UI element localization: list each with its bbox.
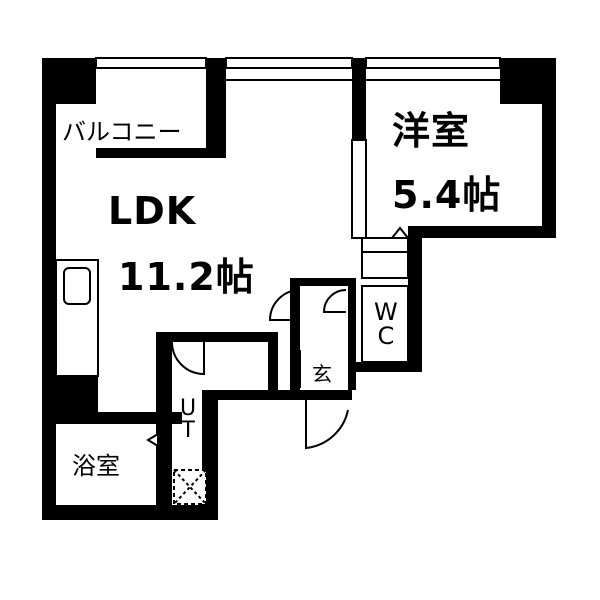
window-ldk [225,57,353,69]
wall-wc-left [348,278,356,390]
window-western [365,57,501,69]
wall-entrance-left [268,332,278,400]
wall-hall [290,278,300,390]
windows [95,57,501,239]
fixtures [55,237,409,505]
bath-label: 浴室 [72,452,120,480]
wall-bath-top [56,412,182,424]
door-entrance [305,400,349,450]
door-ut [171,341,205,376]
ut-letter-u: U [180,396,197,421]
ldk-name: LDK [108,189,197,233]
western-name: 洋室 [392,109,471,153]
wall-bottom [42,505,218,520]
wall-ut-left [156,332,172,520]
wall-wc-right [408,226,422,372]
wall-right [542,58,556,238]
window-balcony [95,57,207,69]
wc-label: W C [374,300,398,348]
wall-balcony-right [206,58,226,158]
arrow-western [389,226,411,239]
wall-ut-top [156,332,276,342]
arrow-bath [146,432,159,448]
wall-wc-bottom [352,362,422,372]
kitchen-sink [63,267,91,305]
sliding-door [351,139,367,239]
wc-letter-w: W [374,298,398,326]
door-ldk [268,289,301,321]
ut-letter-t: T [181,418,195,443]
door-wc [322,289,347,313]
wc-outline [361,285,409,363]
wall-pillar [56,376,98,412]
wall-left [42,58,56,520]
storage-outline [361,237,409,279]
ut-label: U T [180,398,196,442]
western-size: 5.4帖 [392,173,502,217]
wall-western-bottom [408,226,556,238]
balcony-label: バルコニー [62,118,182,146]
ldk-size: 11.2帖 [118,255,255,299]
wall-hall-top [290,278,356,286]
wc-letter-c: C [377,322,395,350]
wall-balcony-bottom [96,148,206,158]
entrance-label: 玄 [312,362,332,386]
